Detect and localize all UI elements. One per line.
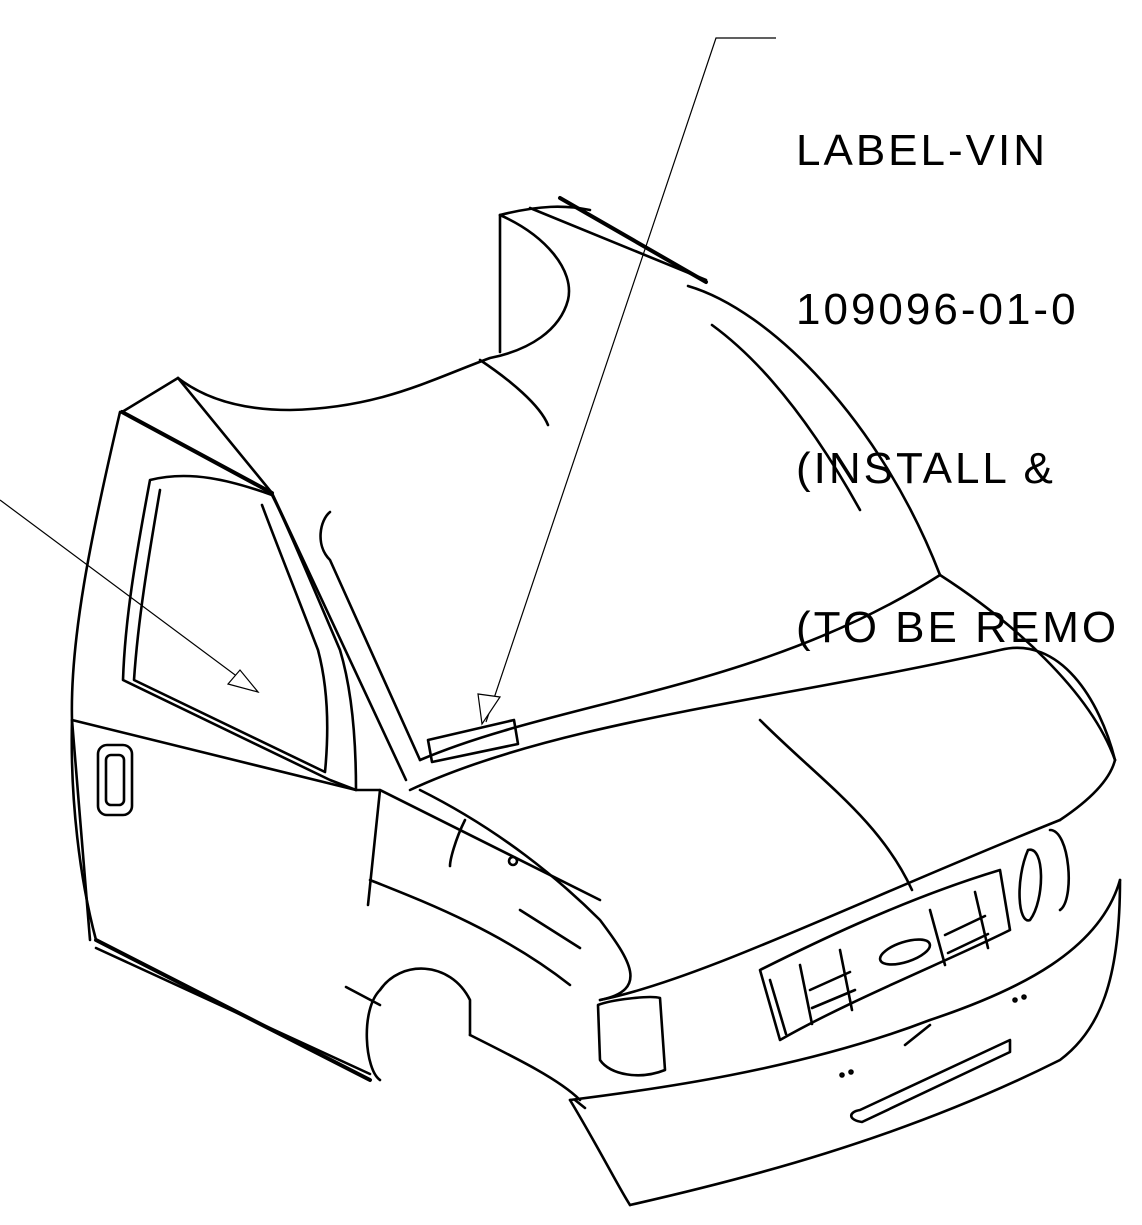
headlamp: [596, 995, 667, 1077]
hood: [418, 718, 1117, 1002]
vin-label-leader: [477, 37, 776, 726]
callout-line-1: LABEL-VIN: [796, 126, 1048, 175]
grille: [758, 828, 1070, 1042]
vin-label: [426, 718, 520, 764]
front-fender: [344, 818, 582, 1102]
vin-label-callout: LABEL-VIN 109096-01-0 (INSTALL & (TO BE …: [796, 18, 1119, 707]
roof-cap: [120, 196, 1117, 762]
window-leader: [0, 499, 260, 694]
front-bumper: [568, 878, 1122, 1207]
callout-line-3: (INSTALL &: [796, 444, 1072, 493]
callout-line-2: 109096-01-0: [796, 285, 1079, 334]
cab-door: [70, 410, 602, 1082]
callout-line-4: (TO BE REMO: [796, 603, 1120, 652]
